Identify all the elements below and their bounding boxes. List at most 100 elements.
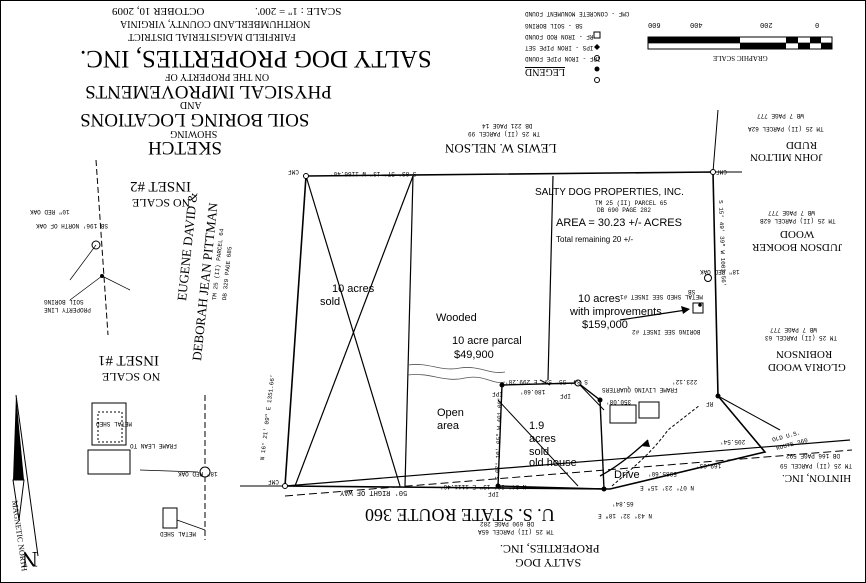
legend-item-ips: IPS - IRON PIPE SET — [525, 44, 594, 51]
frame-living-note: FRAME LIVING QUARTERS — [602, 386, 678, 393]
robinson-name-2: ROBINSON — [776, 348, 833, 360]
graphic-scale-heading: GRAPHIC SCALE — [713, 54, 768, 62]
main-parcel-area: AREA = 30.23 +/- ACRES — [556, 217, 682, 229]
inset-2-soil-boring: SOIL BORING — [44, 298, 84, 305]
road-centerline — [284, 449, 853, 497]
inset-2-red-oak: 10" RED OAK — [30, 208, 70, 215]
scale-tick-400: 400 — [690, 20, 703, 28]
robinson-db: WB 7 PAGE 777 — [770, 326, 817, 333]
legend-item-cmf: CMF - CONCRETE MONUMENT FOUND — [525, 10, 630, 17]
boring-note: BORING SEE INSET #2 — [632, 328, 701, 335]
dist-4: 205.54' — [720, 438, 746, 445]
inset-1-shed-2: METAL SHED — [160, 530, 197, 537]
tree-line-1 — [407, 364, 506, 373]
ipf-label-1: IPF — [492, 390, 503, 397]
tie-1: N 43° 32' 18" E — [598, 512, 653, 519]
legend-item-rf: RF - IRON ROD FOUND — [525, 33, 594, 40]
frame-building — [638, 401, 660, 419]
ipf-label-3: IPF — [488, 490, 499, 497]
oak-tree-ne — [704, 274, 712, 282]
parcel-label-2: $49,900 — [454, 349, 494, 361]
pin-2 — [574, 379, 582, 387]
ten-acres-sold-line-1: 10 acres — [332, 283, 375, 295]
parcel-divider-middle — [547, 175, 554, 381]
rf-label: RF — [706, 400, 714, 407]
scale-tick-600: 600 — [648, 20, 661, 28]
dist-5: 169.03' — [696, 462, 722, 469]
open-area-label-2: area — [437, 420, 460, 432]
soil-boring-mark — [698, 303, 702, 307]
rudd-ref: TM 25 (II) PARCEL 62A — [748, 125, 824, 132]
title-line-1: SKETCH — [148, 137, 222, 158]
hinton-name: HINTON, INC. — [782, 472, 852, 484]
inset-1-lean-to: FRAME LEAN TO — [130, 442, 177, 449]
robinson-name-1: GLORIA WOOD — [768, 361, 846, 373]
bearing-south: N 84° 36' 13" E 1111.46' — [440, 483, 527, 490]
sold-label-3: sold — [529, 446, 550, 458]
wood-name-1: JUDSON BOOKER — [752, 241, 843, 253]
main-parcel-ref: TM 25 (II) PARCEL 65 — [595, 200, 668, 207]
monument-ne — [710, 169, 716, 175]
improvements-label-1: 10 acres — [578, 293, 621, 305]
dist-7: 65.84' — [612, 500, 634, 507]
nelson-db: DB 221 PAGE 14 — [482, 122, 533, 129]
dist-3: 223.12' — [672, 378, 698, 385]
plat-scale: SCALE : 1" = 200'. — [255, 5, 342, 17]
graphic-scale-bar — [647, 36, 833, 50]
sold-x-line-2 — [294, 175, 414, 487]
inset-1-drawing — [87, 395, 211, 540]
wood-db: WB 7 PAGE 777 — [768, 209, 815, 216]
road-edge-north — [284, 439, 851, 487]
sold-x-line-1 — [305, 175, 401, 487]
inset-1-title: INSET #1 — [98, 352, 159, 368]
owner-title: SALTY DOG PROPERTIES, INC. — [80, 45, 432, 72]
sb-label: SB — [688, 288, 696, 295]
wood-name-2: WOOD — [780, 228, 815, 240]
wood-ref: TM 25 (II) PARCEL 62B — [760, 217, 836, 224]
main-parcel-remaining: Total remaining 20 +/- — [556, 235, 634, 244]
nelson-ref: TM 25 (II) PARCEL 99 — [468, 130, 541, 137]
pin-1 — [499, 382, 505, 388]
driveway — [611, 404, 701, 487]
inset-2-title: INSET #2 — [130, 178, 191, 194]
title-line-6: ON THE PROPERTY OF — [165, 71, 270, 82]
legend-item-ipf: IPF - IRON PIPE FOUND — [525, 55, 601, 62]
inset-2-property-line: PROPERTY LINE — [44, 306, 91, 313]
pin-6 — [715, 393, 721, 399]
rudd-db: WB 7 PAGE 777 — [757, 112, 804, 119]
north-n-label: N — [22, 547, 38, 572]
scale-tick-200: 200 — [760, 20, 773, 28]
ten-acres-sold-line-2: sold — [320, 296, 341, 308]
sold-label-1: 1.9 — [529, 420, 545, 432]
county-line: NORTHUMBERLAND COUNTY, VIRGINIA — [120, 18, 311, 29]
improvements-label-2: with improvements — [570, 306, 662, 318]
inset-2-scale: NO SCALE — [132, 196, 191, 210]
improvements-label-3: $159,000 — [582, 319, 628, 331]
dist-1: 350.08' — [606, 398, 632, 405]
monument-sw — [282, 483, 288, 489]
improvements-arrow — [619, 309, 687, 321]
title-line-3: SOIL BORING LOCATIONS — [80, 109, 310, 130]
title-line-4: AND — [180, 99, 202, 110]
main-parcel-db: DB 690 PAGE 282 — [597, 207, 652, 214]
north-arrow — [12, 394, 39, 557]
nelson-name: LEWIS W. NELSON — [445, 141, 557, 156]
old-house-diagonal — [497, 399, 579, 487]
inset-1-metal-shed: METAL SHED — [96, 420, 133, 427]
cmf-nw-label: CMF — [288, 168, 299, 175]
hinton-db: DB 166 PAGE 592 — [786, 452, 841, 459]
legend-symbols — [593, 31, 601, 83]
parcel-label-1: 10 acre parcal — [452, 335, 522, 347]
drive-label: Drive — [614, 469, 640, 481]
parcel-arrow — [539, 379, 551, 386]
frame-living-quarters — [609, 404, 637, 424]
north-extension — [712, 109, 719, 173]
tie-2: N 07° 23' 15" E — [640, 484, 695, 491]
parcel-divider-west — [404, 175, 414, 487]
inset-2-sb-note: SB 196' NORTH OF OAK — [36, 222, 109, 229]
metal-shed-small — [692, 302, 704, 314]
scale-tick-0: 0 — [815, 20, 820, 28]
rudd-name-1: JOHN MILTON — [750, 151, 823, 163]
